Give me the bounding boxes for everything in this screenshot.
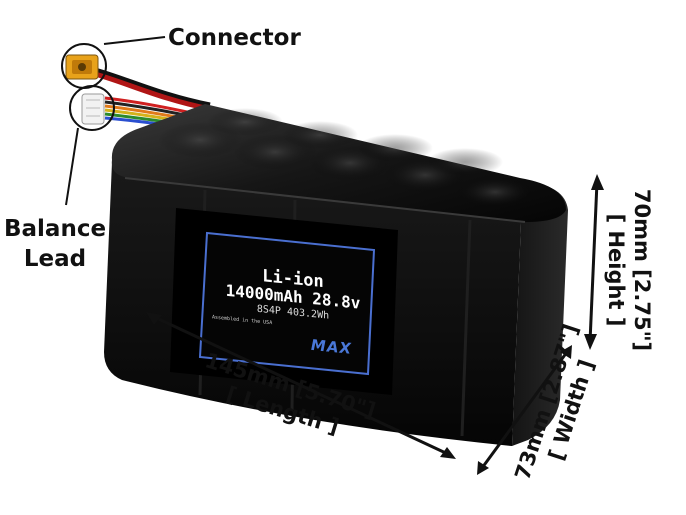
label-text-group: Li-ion 14000mAh 28.8v 8S4P 403.2Wh Assem… — [208, 262, 378, 360]
height-name: [ Height ] — [604, 213, 629, 327]
connector-callout-label: Connector — [168, 25, 301, 51]
wire-bundle — [94, 67, 211, 133]
balance-callout-circle — [69, 85, 115, 131]
balance-lead-plug — [81, 93, 105, 125]
battery-label — [170, 208, 398, 395]
balance-leader-line — [65, 127, 79, 206]
height-dimension-label: 70mm [2.75"] [ Height ] — [603, 189, 655, 351]
dimension-arrows — [146, 174, 604, 475]
balance-label-line2: Lead — [23, 246, 87, 272]
height-value: 70mm [2.75"] — [630, 188, 655, 352]
connector-leader-line — [103, 36, 166, 45]
balance-lead-callout-label: Balance Lead — [4, 214, 106, 274]
balance-label-line1: Balance — [4, 216, 107, 242]
connector-plug — [65, 54, 99, 80]
